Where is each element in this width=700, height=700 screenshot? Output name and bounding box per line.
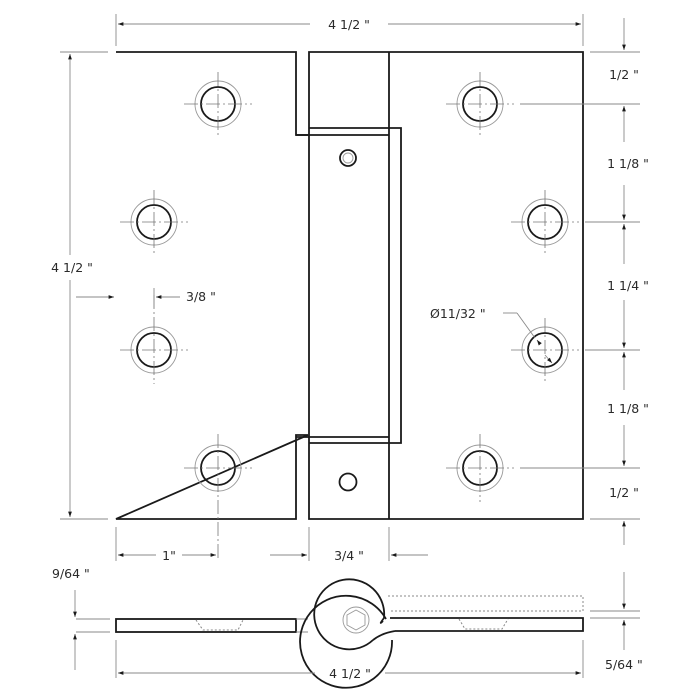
hex-socket-icon: [346, 609, 366, 631]
screw-hole: [120, 295, 188, 384]
dim-side-thickness-left: 9/64 ": [52, 566, 90, 581]
front-dimensions: 4 1/2 " 4 1/2 " 3/8 " Ø11/32 ": [51, 14, 649, 563]
screw-hole: [446, 434, 514, 502]
right-leaf-outline: [308, 51, 584, 520]
dim-right-top-margin: 1/2 ": [609, 67, 639, 82]
dim-overall-width-top: 4 1/2 ": [328, 17, 370, 32]
screw-holes: [120, 72, 579, 560]
dim-side-thickness-right: 5/64 ": [605, 657, 643, 672]
screw-hole: [511, 318, 579, 384]
side-knuckle-inner: [313, 578, 386, 651]
dim-hole-inset-bottom: 1": [162, 548, 176, 563]
screw-hole: [120, 190, 188, 256]
screw-hole: [446, 72, 514, 138]
side-knuckle-barrel: [299, 594, 393, 689]
knuckle-pin-hole-top-inner: [342, 152, 354, 164]
screw-hole: [184, 72, 252, 138]
side-right-leaf: [390, 617, 584, 632]
dim-right-spacing-3: 1 1/8 ": [607, 401, 649, 416]
side-right-leaf-hidden: [388, 595, 584, 612]
dim-knuckle-width: 3/4 ": [334, 548, 364, 563]
front-view: [115, 51, 584, 560]
dim-right-bottom-margin: 1/2 ": [609, 485, 639, 500]
knuckle-pin-hole-bottom: [338, 472, 358, 492]
knuckle-pin-hole-top: [339, 149, 357, 167]
spring-bracket: [309, 127, 402, 444]
screw-hole: [184, 434, 252, 560]
dim-right-spacing-2: 1 1/4 ": [607, 278, 649, 293]
dim-hole-diameter: Ø11/32 ": [430, 306, 486, 321]
side-left-leaf: [115, 618, 297, 633]
dim-right-spacing-1: 1 1/8 ": [607, 156, 649, 171]
dim-overall-width-bottom: 4 1/2 ": [329, 666, 371, 681]
side-dimensions: 9/64 " 5/64 " 4 1/2 ": [52, 566, 643, 681]
side-view: [115, 578, 584, 689]
screw-hole: [511, 190, 579, 256]
left-leaf-outline: [115, 51, 309, 520]
dim-hole-offset-edge: 3/8 ": [186, 289, 216, 304]
dim-overall-height-left: 4 1/2 ": [51, 260, 93, 275]
